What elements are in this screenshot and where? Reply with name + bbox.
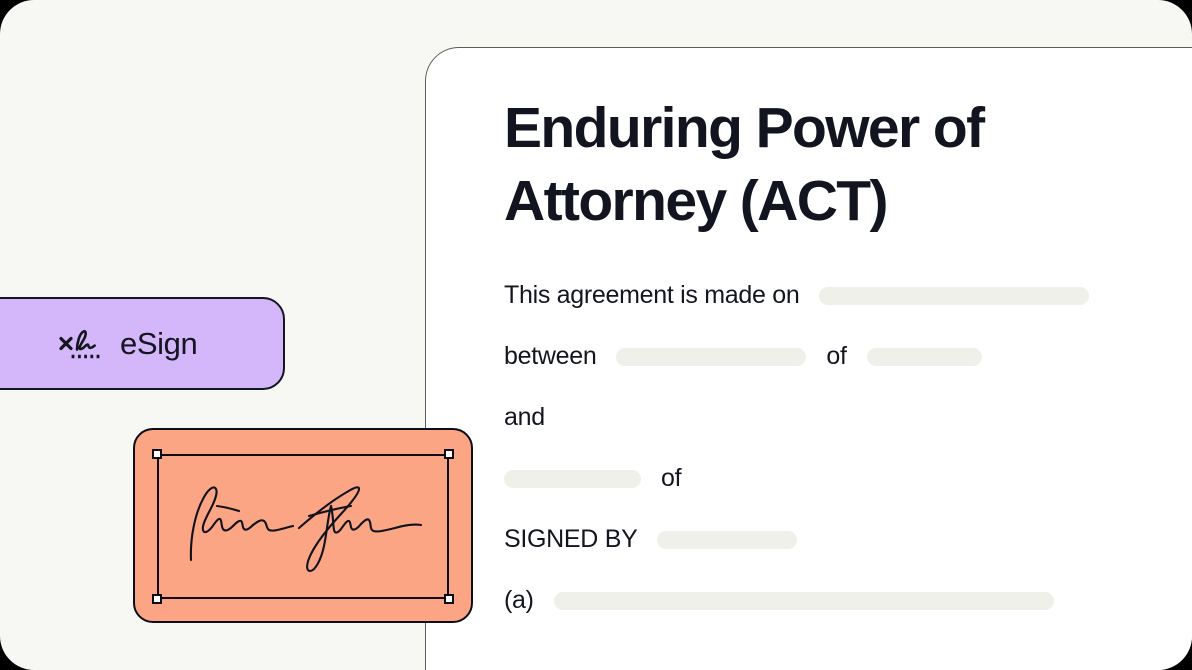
form-blank-field[interactable] xyxy=(866,347,982,366)
handwritten-signature-icon xyxy=(189,486,423,573)
form-label: SIGNED BY xyxy=(504,525,638,554)
form-line-second-party: of xyxy=(504,464,1124,493)
form-blank-field[interactable] xyxy=(504,469,641,488)
selection-edge-right xyxy=(446,454,449,599)
selection-edge-left xyxy=(157,454,160,599)
selection-edge-top xyxy=(157,454,449,457)
resize-handle-bottom-left[interactable] xyxy=(152,594,162,604)
form-label: This agreement is made on xyxy=(504,281,800,310)
form-blank-field[interactable] xyxy=(657,530,798,549)
form-blank-field[interactable] xyxy=(819,286,1090,305)
form-line-made-on: This agreement is made on xyxy=(504,281,1124,310)
document-content: Enduring Power of Attorney (ACT) This ag… xyxy=(504,92,1124,648)
page-title: Enduring Power of Attorney (ACT) xyxy=(504,96,985,233)
resize-handle-top-left[interactable] xyxy=(152,449,162,459)
signature-selection-box[interactable] xyxy=(152,449,454,604)
form-blank-field[interactable] xyxy=(553,591,1054,610)
form-line-between: between of xyxy=(504,342,1124,371)
esign-badge[interactable]: eSign xyxy=(0,297,285,390)
signature-card[interactable] xyxy=(133,428,473,623)
form-blank-field[interactable] xyxy=(616,347,807,366)
form-label: and xyxy=(504,403,545,432)
selection-edge-bottom xyxy=(157,596,449,599)
form-label: of xyxy=(826,342,847,371)
form-line-clause-a: (a) xyxy=(504,586,1124,615)
document-card: Enduring Power of Attorney (ACT) This ag… xyxy=(425,47,1192,670)
esign-label: eSign xyxy=(120,325,198,361)
signature-x-line-icon xyxy=(58,327,102,361)
form-label: between xyxy=(504,342,597,371)
form-line-and: and xyxy=(504,403,1124,432)
form-label: of xyxy=(661,464,682,493)
form-line-signed-by: SIGNED BY xyxy=(504,525,1124,554)
resize-handle-bottom-right[interactable] xyxy=(444,594,454,604)
resize-handle-top-right[interactable] xyxy=(444,449,454,459)
form-label: (a) xyxy=(504,586,534,615)
